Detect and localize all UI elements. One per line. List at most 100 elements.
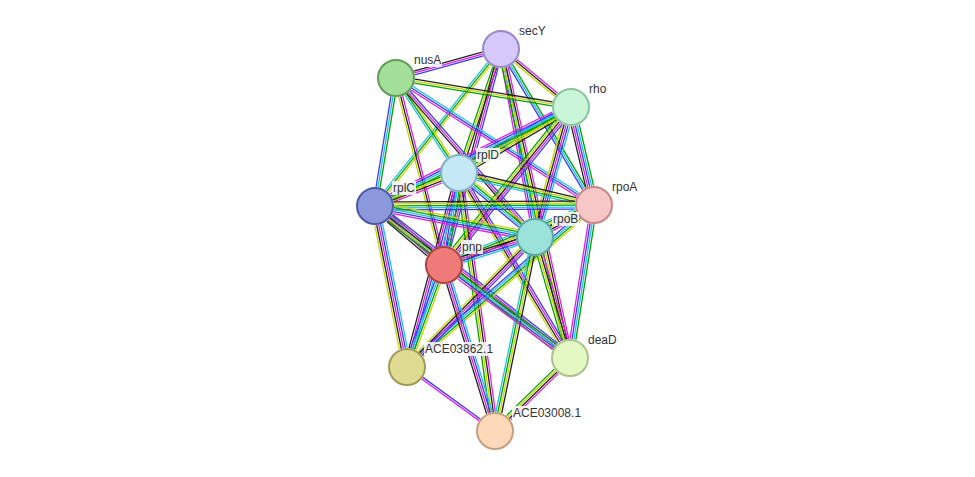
evidence-strand [375, 225, 400, 349]
protein-node: rpoB [516, 218, 554, 256]
evidence-strand [459, 277, 554, 347]
node-label: rplC [392, 181, 416, 195]
evidence-strand [543, 254, 567, 338]
interaction-edge [414, 79, 552, 106]
evidence-strand [423, 377, 480, 419]
protein-node: rplD [440, 154, 478, 192]
evidence-strand [392, 177, 441, 196]
evidence-strand [376, 96, 391, 187]
evidence-strand [407, 94, 449, 157]
evidence-strand [460, 275, 555, 345]
node-circle [388, 348, 426, 386]
evidence-strand [392, 116, 554, 198]
evidence-strand [391, 216, 556, 345]
evidence-strand [498, 255, 530, 412]
evidence-strand [414, 52, 482, 71]
evidence-strand [415, 79, 553, 102]
node-label: nusA [413, 53, 442, 67]
protein-node: rpoA [575, 186, 613, 224]
node-circle [377, 59, 415, 97]
interaction-edge [388, 215, 558, 350]
protein-node: ACE03862.1 [388, 348, 426, 386]
node-label: rpoA [611, 180, 638, 194]
interaction-edge [392, 177, 443, 202]
interaction-edge [571, 125, 593, 188]
evidence-strand [577, 125, 591, 186]
evidence-strand [475, 183, 522, 223]
node-label: ACE03008.1 [512, 406, 582, 420]
interaction-edge [550, 211, 578, 230]
evidence-strand [423, 220, 581, 357]
node-circle [575, 186, 613, 224]
interaction-edge [394, 201, 575, 210]
evidence-strand [392, 179, 441, 198]
evidence-strand [461, 240, 516, 257]
node-label: rho [588, 82, 607, 96]
node-label: pnp [461, 240, 483, 254]
protein-node: secY [482, 30, 520, 68]
evidence-strand [392, 215, 557, 344]
node-label: secY [518, 24, 547, 38]
evidence-strand [539, 256, 563, 340]
evidence-strand [411, 282, 435, 348]
evidence-strand [394, 208, 517, 232]
node-circle [356, 187, 394, 225]
node-label: rpoB [552, 212, 579, 226]
evidence-strand [573, 126, 587, 187]
interaction-edge [537, 254, 567, 340]
evidence-strand [414, 283, 438, 349]
evidence-strand [570, 223, 588, 338]
protein-node: deaD [551, 339, 589, 377]
node-circle [482, 30, 520, 68]
node-circle [440, 154, 478, 192]
node-label: rplD [476, 148, 500, 162]
node-label: ACE03862.1 [424, 342, 494, 356]
evidence-strand [380, 97, 395, 188]
evidence-strand [516, 61, 557, 95]
evidence-strand [477, 178, 575, 201]
evidence-strand [537, 256, 561, 340]
evidence-strand [377, 225, 402, 349]
evidence-strand [416, 284, 440, 350]
evidence-strand [579, 125, 593, 186]
interaction-edge [376, 96, 395, 187]
evidence-strand [500, 256, 532, 413]
node-label: deaD [587, 333, 618, 347]
evidence-strand [517, 60, 558, 94]
evidence-strand [477, 180, 575, 203]
evidence-strand [394, 206, 575, 208]
evidence-strand [394, 202, 575, 204]
evidence-strand [496, 255, 528, 412]
evidence-strand [413, 283, 437, 349]
evidence-strand [394, 204, 575, 206]
evidence-strand [458, 279, 553, 349]
node-circle [425, 246, 463, 284]
evidence-strand [502, 256, 534, 413]
node-circle [516, 218, 554, 256]
protein-node: ACE03008.1 [476, 412, 514, 450]
evidence-strand [379, 225, 404, 349]
interaction-edge [411, 282, 441, 350]
protein-node: nusA [377, 59, 415, 97]
evidence-strand [572, 224, 590, 339]
protein-node: rplC [356, 187, 394, 225]
protein-node: rho [552, 88, 590, 126]
evidence-strand [514, 63, 555, 97]
evidence-strand [394, 200, 575, 202]
node-circle [552, 88, 590, 126]
protein-node: pnp [425, 246, 463, 284]
node-circle [551, 339, 589, 377]
evidence-strand [422, 379, 479, 421]
evidence-strand [422, 218, 580, 355]
node-circle [476, 412, 514, 450]
evidence-strand [378, 97, 393, 188]
interaction-edge [570, 223, 594, 339]
evidence-strand [478, 176, 576, 199]
evidence-strand [478, 174, 576, 197]
interaction-edge [419, 215, 581, 357]
evidence-strand [541, 255, 565, 339]
evidence-strand [575, 125, 589, 186]
evidence-strand [381, 224, 406, 348]
